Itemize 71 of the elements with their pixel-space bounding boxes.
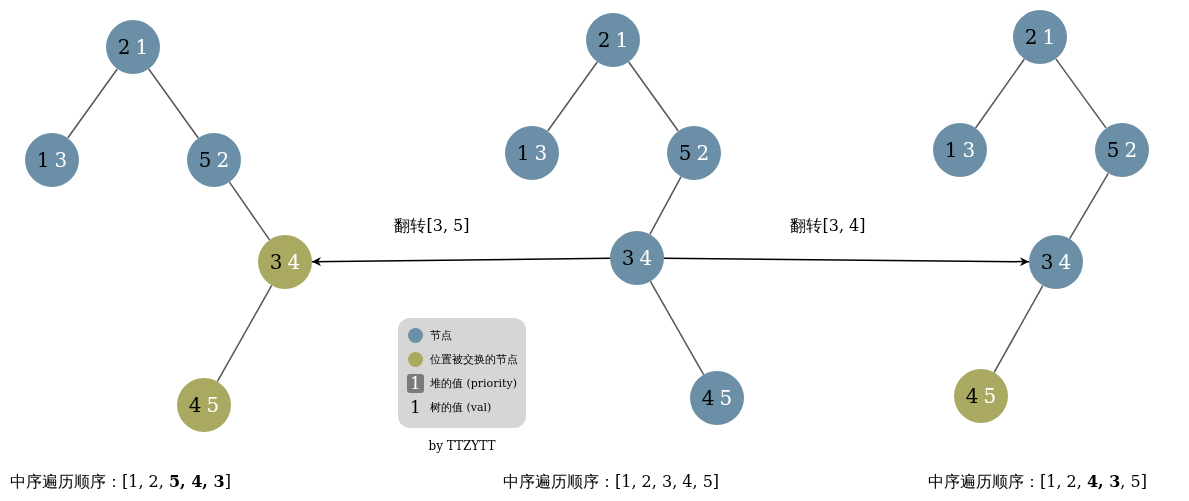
key-value: 3 bbox=[621, 246, 635, 270]
traversal-caption: 中序遍历顺序：[1, 2, 5, 4, 3] bbox=[10, 472, 231, 493]
priority-value: 1 bbox=[615, 28, 629, 52]
priority-value: 4 bbox=[639, 246, 653, 270]
edge-label: 翻转[3, 5] bbox=[394, 215, 470, 237]
tree-node bbox=[1095, 123, 1149, 177]
tree-node bbox=[505, 126, 559, 180]
key-value: 1 bbox=[36, 148, 50, 172]
tree-edge bbox=[974, 58, 1026, 129]
priority-value: 5 bbox=[719, 386, 733, 410]
tree-node bbox=[667, 126, 721, 180]
tree-node bbox=[258, 235, 312, 289]
priority-value: 2 bbox=[216, 148, 230, 172]
tree-edge bbox=[628, 61, 679, 132]
priority-value: 1 bbox=[1042, 25, 1056, 49]
tree-node bbox=[106, 20, 160, 74]
priority-value: 5 bbox=[983, 384, 997, 408]
tree-edge bbox=[547, 61, 598, 132]
legend-label: 位置被交换的节点 bbox=[430, 352, 518, 367]
arrow bbox=[663, 257, 1030, 267]
legend-label: 树的值 (val) bbox=[430, 400, 492, 415]
tree-edge bbox=[1068, 172, 1110, 240]
key-value: 2 bbox=[117, 35, 131, 59]
tree-edge bbox=[216, 284, 273, 383]
tree-node bbox=[177, 378, 231, 432]
key-value: 5 bbox=[678, 141, 692, 165]
edge-label: 翻转[3, 4] bbox=[790, 215, 866, 237]
sample-digit: 1 bbox=[407, 374, 424, 393]
author-credit: by TTZYTT bbox=[428, 439, 496, 453]
tree-node bbox=[25, 133, 79, 187]
traversal-caption: 中序遍历顺序：[1, 2, 4, 3, 5] bbox=[928, 472, 1147, 493]
tree-node bbox=[187, 133, 241, 187]
tree-edge bbox=[649, 176, 682, 235]
key-value: 2 bbox=[597, 28, 611, 52]
tree-node bbox=[1013, 10, 1067, 64]
legend-label: 节点 bbox=[430, 328, 452, 343]
key-value: 1 bbox=[944, 138, 958, 162]
priority-value: 3 bbox=[54, 148, 68, 172]
key-value: 3 bbox=[269, 250, 283, 274]
key-value: 5 bbox=[198, 148, 212, 172]
tree-edge bbox=[993, 284, 1044, 374]
sample-digit: 1 bbox=[410, 398, 421, 417]
priority-value: 1 bbox=[135, 35, 149, 59]
tree-node bbox=[1029, 235, 1083, 289]
tree-edge bbox=[649, 280, 705, 376]
key-value: 1 bbox=[516, 141, 530, 165]
traversal-caption: 中序遍历顺序：[1, 2, 3, 4, 5] bbox=[503, 472, 720, 493]
tree-node bbox=[610, 231, 664, 285]
priority-value: 2 bbox=[1124, 138, 1138, 162]
tree-edge bbox=[148, 68, 199, 139]
priority-value: 3 bbox=[534, 141, 548, 165]
legend-label: 堆的值 (priority) bbox=[430, 376, 517, 391]
tree-node bbox=[690, 371, 744, 425]
priority-value: 3 bbox=[962, 138, 976, 162]
tree-node bbox=[933, 123, 987, 177]
key-value: 3 bbox=[1040, 250, 1054, 274]
key-value: 4 bbox=[188, 393, 202, 417]
priority-value: 4 bbox=[287, 250, 301, 274]
key-value: 4 bbox=[965, 384, 979, 408]
key-value: 2 bbox=[1024, 25, 1038, 49]
arrow bbox=[311, 257, 611, 267]
priority-value: 2 bbox=[696, 141, 710, 165]
tree-node bbox=[954, 369, 1008, 423]
key-value: 5 bbox=[1106, 138, 1120, 162]
tree-edge bbox=[228, 181, 271, 241]
priority-value: 4 bbox=[1058, 250, 1072, 274]
tree-edge bbox=[67, 68, 118, 139]
priority-value: 5 bbox=[206, 393, 220, 417]
tree-node bbox=[586, 13, 640, 67]
tree-edge bbox=[1055, 58, 1107, 129]
key-value: 4 bbox=[701, 386, 715, 410]
